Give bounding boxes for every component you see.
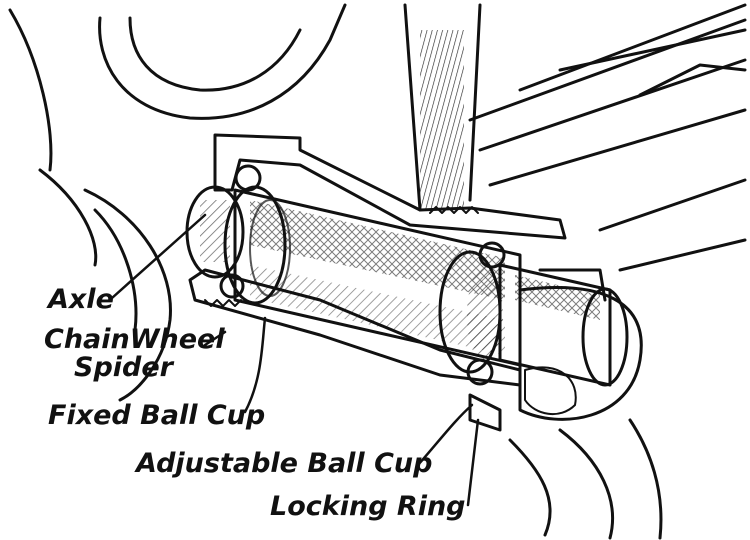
- label-spider: Spider: [74, 352, 175, 383]
- label-adjustable-ball-cup: Adjustable Ball Cup: [134, 448, 432, 479]
- label-axle: Axle: [46, 284, 114, 315]
- axle-leader: [110, 213, 207, 300]
- ball-bearings: [219, 164, 506, 386]
- locking-ring-leader: [466, 418, 480, 507]
- frame-outline: [8, 3, 747, 540]
- label-chain-wheel: ChainWheel: [44, 324, 225, 355]
- label-fixed-ball-cup: Fixed Ball Cup: [48, 400, 265, 431]
- chain-wheel-leader: [203, 330, 227, 347]
- axle: [185, 185, 629, 387]
- leader-lines: [110, 213, 480, 507]
- label-locking-ring: Locking Ring: [270, 491, 466, 522]
- adjustable-ball-cup-leader: [416, 403, 474, 467]
- labels: Axle ChainWheel Spider Fixed Ball Cup Ad…: [44, 284, 466, 522]
- fixed-ball-cup-leader: [243, 316, 267, 414]
- crank-boss: [468, 286, 643, 432]
